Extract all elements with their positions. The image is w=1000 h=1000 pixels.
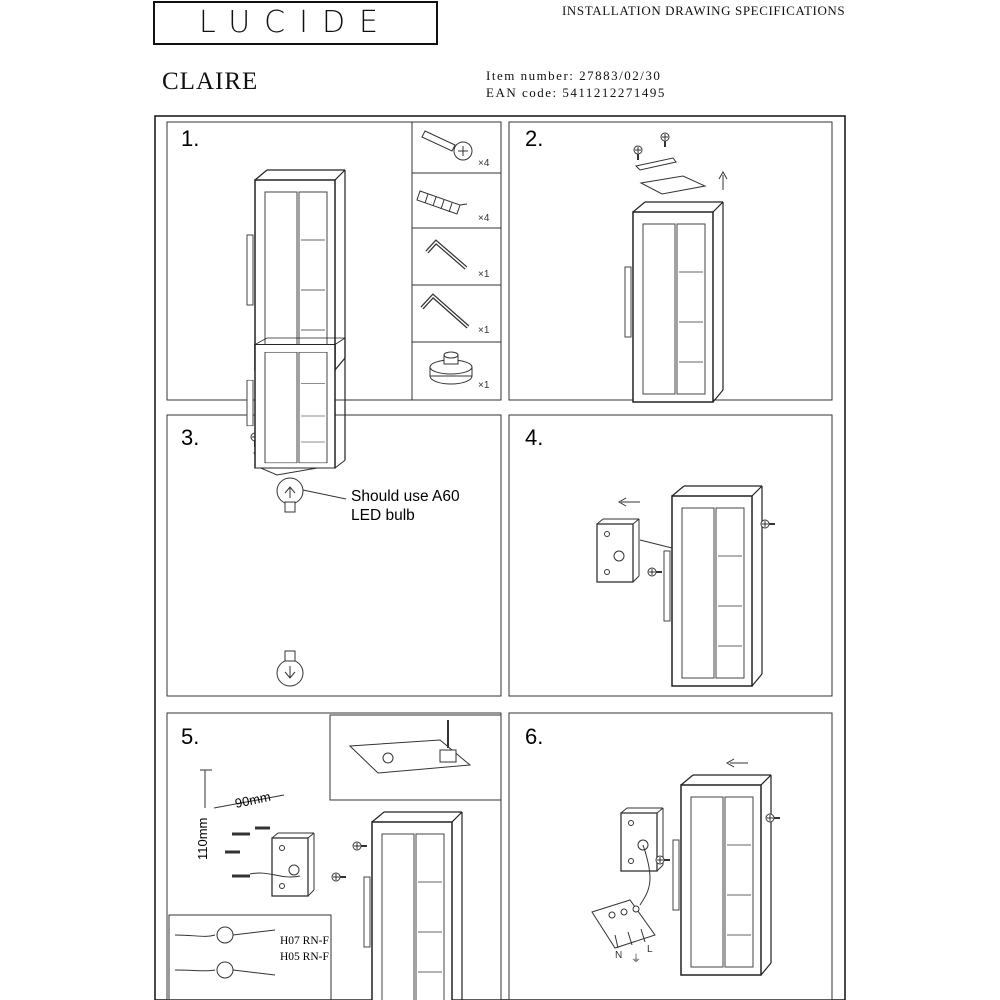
light-bulb-icon bbox=[276, 477, 304, 513]
screw-icon bbox=[352, 841, 368, 851]
wall-bracket bbox=[596, 518, 640, 583]
step-number-6: 6. bbox=[525, 724, 543, 749]
lamp-illustration-step4 bbox=[663, 485, 763, 687]
wall-plug-icon bbox=[416, 190, 468, 215]
screw-icon bbox=[655, 855, 671, 865]
parts-qty: ×4 bbox=[478, 213, 490, 224]
product-name: CLAIRE bbox=[162, 68, 259, 95]
step-number-5: 5. bbox=[181, 724, 199, 749]
step6-panel bbox=[508, 712, 833, 1000]
ean-code: EAN code: 5411212271495 bbox=[486, 85, 666, 100]
cable-icon bbox=[216, 961, 234, 979]
cable-icon bbox=[216, 926, 234, 944]
allen-key-small-icon bbox=[425, 239, 468, 270]
cable-type-1: H07 RN-F bbox=[280, 935, 329, 947]
step-number-4: 4. bbox=[525, 425, 543, 450]
wire bbox=[639, 539, 673, 549]
bulb-note-line2: LED bulb bbox=[351, 507, 415, 524]
cable-type-2: H05 RN-F bbox=[280, 951, 329, 963]
clamp-bar bbox=[634, 157, 677, 171]
wall-plugs bbox=[225, 826, 270, 878]
bracket-detail bbox=[348, 739, 472, 774]
screw-icon bbox=[760, 519, 776, 529]
parts-qty: ×4 bbox=[478, 158, 490, 169]
cable-inset bbox=[168, 914, 332, 1000]
screw-icon bbox=[765, 813, 781, 823]
screw-icon bbox=[421, 130, 473, 161]
step4-panel bbox=[508, 414, 833, 697]
step-number-1: 1. bbox=[181, 126, 199, 151]
detail-inset bbox=[329, 714, 502, 801]
cable-gland-icon bbox=[429, 351, 473, 385]
step5-panel bbox=[166, 712, 502, 1000]
parts-qty: ×1 bbox=[478, 325, 490, 336]
terminal-live: L bbox=[647, 944, 653, 955]
dimension-width: 90mm bbox=[234, 789, 272, 811]
screw-icon bbox=[647, 567, 663, 577]
lamp-illustration-step1 bbox=[246, 169, 346, 371]
cable bbox=[249, 872, 301, 878]
bulb-note-line1: Should use A60 bbox=[351, 488, 460, 505]
lamp-illustration-step6 bbox=[672, 774, 772, 976]
allen-key-large-icon bbox=[420, 293, 470, 329]
lamp-illustration-step3 bbox=[246, 337, 346, 469]
dim-line-horizontal bbox=[213, 794, 285, 809]
screw-icon bbox=[331, 872, 347, 882]
brand-name: LUCIDE bbox=[198, 5, 393, 40]
lamp-illustration-step2 bbox=[624, 201, 724, 403]
callout-line bbox=[302, 489, 347, 500]
terminal-neutral: N bbox=[615, 950, 622, 961]
dimension-height: 110mm bbox=[195, 818, 210, 860]
wire bbox=[639, 844, 651, 906]
glass-cover bbox=[639, 175, 707, 195]
lucide-logo: LUCIDE bbox=[153, 1, 438, 45]
document-title: INSTALLATION DRAWING SPECIFICATIONS bbox=[562, 3, 846, 18]
light-bulb-icon bbox=[276, 650, 304, 687]
step-number-3: 3. bbox=[181, 425, 199, 450]
parts-list bbox=[411, 121, 502, 401]
terminal-block bbox=[591, 899, 656, 949]
wall-bracket bbox=[271, 832, 315, 897]
screw-icon bbox=[633, 145, 643, 161]
parts-qty: ×1 bbox=[478, 380, 490, 391]
terminal-earth: ⏚ bbox=[631, 953, 641, 965]
item-number: Item number: 27883/02/30 bbox=[486, 68, 662, 83]
outer-frame bbox=[154, 115, 846, 1000]
lamp-illustration-step5 bbox=[363, 811, 463, 1000]
parts-qty: ×1 bbox=[478, 269, 490, 280]
screw-icon bbox=[660, 132, 670, 148]
step-number-2: 2. bbox=[525, 126, 543, 151]
